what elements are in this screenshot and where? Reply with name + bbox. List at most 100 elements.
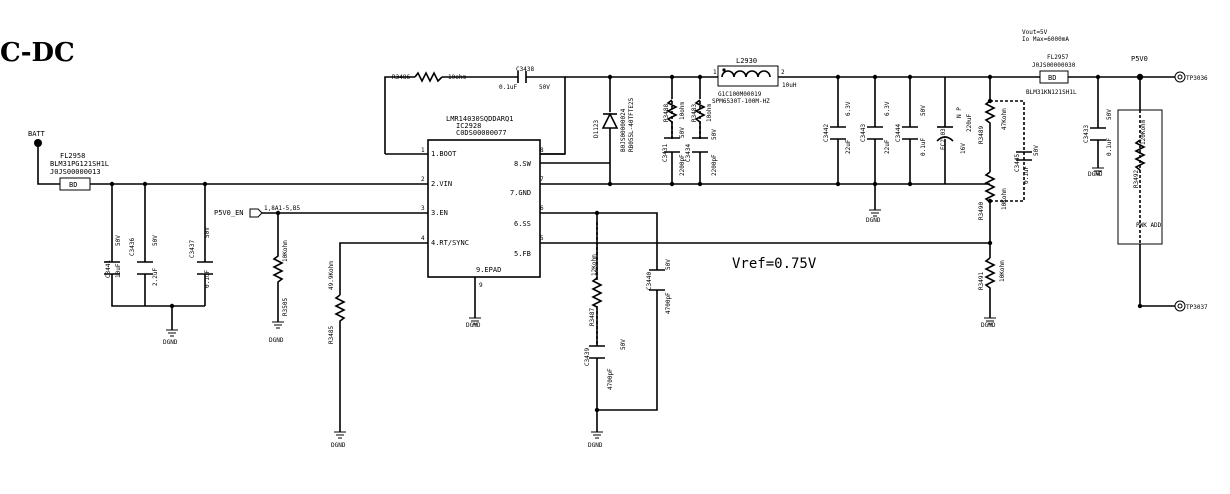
svg-text:PWK ADD: PWK ADD [1136,222,1162,229]
svg-text:Vout=5V: Vout=5V [1022,29,1048,36]
resistor-r3487: R3487 12Kohm [589,254,603,326]
svg-text:10uH: 10uH [782,82,797,89]
svg-text:J0JS00000030: J0JS00000030 [1032,62,1076,69]
svg-text:0.1uF: 0.1uF [1023,166,1030,184]
svg-text:C3445: C3445 [1014,154,1021,172]
capacitor-c3434: C3434 2200pF 50V [685,129,718,176]
svg-text:L2930: L2930 [736,57,757,65]
capacitor-c3441: C3441 10uF 50V [104,235,122,278]
capacitor-c3440: C3440 4700pF 50V [646,259,672,314]
resistor-r3491: R3491 10Kohm [978,257,1006,290]
svg-text:4700pF: 4700pF [665,292,672,314]
svg-text:C3440: C3440 [646,272,653,290]
svg-text:3: 3 [421,205,425,212]
svg-text:10uF: 10uF [115,263,122,278]
svg-text:16V: 16V [960,143,967,154]
svg-text:DGND: DGND [466,322,481,329]
ferrite-fl2957: BD FL2957 J0JS00000030 BLM31KN121SH1L [1026,54,1077,96]
svg-text:0.1uF: 0.1uF [1106,138,1113,156]
svg-text:10Kohm: 10Kohm [1001,188,1008,210]
capacitor-c3438: C3438 0.1uF 50V [499,66,550,91]
svg-text:50V: 50V [204,227,211,238]
vref-annotation: Vref=0.75V [732,256,817,272]
svg-text:4700pF: 4700pF [607,368,614,390]
svg-text:7.GND: 7.GND [510,189,531,197]
svg-text:C3443: C3443 [860,124,867,142]
capacitor-c3445: C3445 0.1uF 50V [1014,145,1040,184]
capacitor-ec2103: EC2103 N P 16V 220uF [936,107,973,154]
svg-text:2200pF: 2200pF [679,154,686,176]
pwk-add-box: PWK ADD R3492 120Kohm [1117,109,1163,245]
resistor-r3485: 49.9Kohm R3485 [328,261,346,344]
svg-text:50V: 50V [115,235,122,246]
svg-text:50V: 50V [665,259,672,270]
ic2928: LMR14030SQDDARQ1 IC2928 C0DS00000077 1.B… [421,115,544,289]
svg-text:50V: 50V [152,235,159,246]
ground-symbols: DGND DGND DGND DGND DGND DGND DGND DGND [163,167,1104,449]
svg-text:6: 6 [540,205,544,212]
svg-text:49.9Kohm: 49.9Kohm [328,261,335,290]
svg-text:50V: 50V [539,84,550,91]
junction-dots [109,73,1144,413]
svg-text:7: 7 [540,176,544,183]
svg-text:FL2957: FL2957 [1047,54,1069,61]
svg-text:BLM31KN121SH1L: BLM31KN121SH1L [1026,89,1077,96]
wires [37,76,1175,432]
svg-text:0.1uF: 0.1uF [499,84,517,91]
svg-text:1: 1 [713,69,717,76]
svg-text:C3437: C3437 [189,240,196,258]
svg-text:J0JS00000013: J0JS00000013 [50,168,101,176]
svg-text:6.3V: 6.3V [845,101,852,116]
svg-text:C3439: C3439 [584,348,591,366]
resistor-r3486: R3486 10ohm [392,71,466,83]
svg-text:3.EN: 3.EN [431,209,448,217]
svg-text:2.2uF: 2.2uF [152,268,159,286]
svg-text:N P: N P [956,107,963,118]
svg-text:12Kohm: 12Kohm [591,254,598,276]
svg-text:C3436: C3436 [129,238,136,256]
resistor-r3505: 10Kohm R3505 [272,240,289,316]
svg-text:50V: 50V [679,127,686,138]
svg-text:G1C100M00019: G1C100M00019 [718,91,762,98]
svg-text:C3431: C3431 [662,144,669,162]
svg-text:DGND: DGND [1088,171,1103,178]
svg-text:EC2103: EC2103 [940,128,947,150]
svg-text:C3441: C3441 [105,260,112,278]
svg-text:10Kohm: 10Kohm [999,260,1006,282]
capacitor-c3436: C3436 2.2uF 50V [129,235,159,286]
svg-text:50V: 50V [1033,145,1040,156]
capacitor-c3433: C3433 0.1uF 50V [1083,109,1113,156]
svg-text:R3486: R3486 [392,74,410,81]
svg-text:50V: 50V [620,339,627,350]
svg-text:10ohm: 10ohm [706,104,713,122]
svg-text:Io Max=6000mA: Io Max=6000mA [1022,36,1069,43]
svg-text:1,8A1-5,B5: 1,8A1-5,B5 [264,205,301,212]
svg-text:10Kohm: 10Kohm [282,240,289,262]
svg-text:6.SS: 6.SS [514,220,531,228]
svg-text:DGND: DGND [163,339,178,346]
resistor-r3483: R3483 10ohm [691,99,713,123]
svg-text:BD: BD [1048,74,1056,82]
ferrite-fl2958: BD FL2958 BLM31PG121SH1L J0JS00000013 [50,152,109,191]
svg-text:4.RT/SYNC: 4.RT/SYNC [431,239,469,247]
capacitor-c3437: C3437 0.1uF 50V [189,227,213,288]
svg-text:4: 4 [421,235,425,242]
svg-text:R3483: R3483 [691,104,698,122]
diode-d1123: D1123 B0JS00000024 RB055L-40TFTE25 [593,97,635,152]
svg-text:47Kohm: 47Kohm [1001,108,1008,130]
svg-text:2: 2 [421,176,425,183]
svg-text:5.FB: 5.FB [514,250,531,258]
svg-text:8.SW: 8.SW [514,160,532,168]
resistor-r3488: R3488 10ohm [663,99,686,123]
capacitor-c3444: C3444 0.1uF 50V [895,105,927,156]
svg-text:TP3036: TP3036 [1186,75,1208,82]
svg-text:1.BOOT: 1.BOOT [431,150,457,158]
svg-text:DGND: DGND [866,217,881,224]
svg-text:TP3037: TP3037 [1186,304,1208,311]
svg-text:C0DS00000077: C0DS00000077 [456,129,507,137]
svg-text:R3485: R3485 [328,326,335,344]
svg-text:BLM31PG121SH1L: BLM31PG121SH1L [50,160,109,168]
svg-text:9.EPAD: 9.EPAD [476,266,501,274]
svg-text:LMR14030SQDDARQ1: LMR14030SQDDARQ1 [446,115,513,123]
